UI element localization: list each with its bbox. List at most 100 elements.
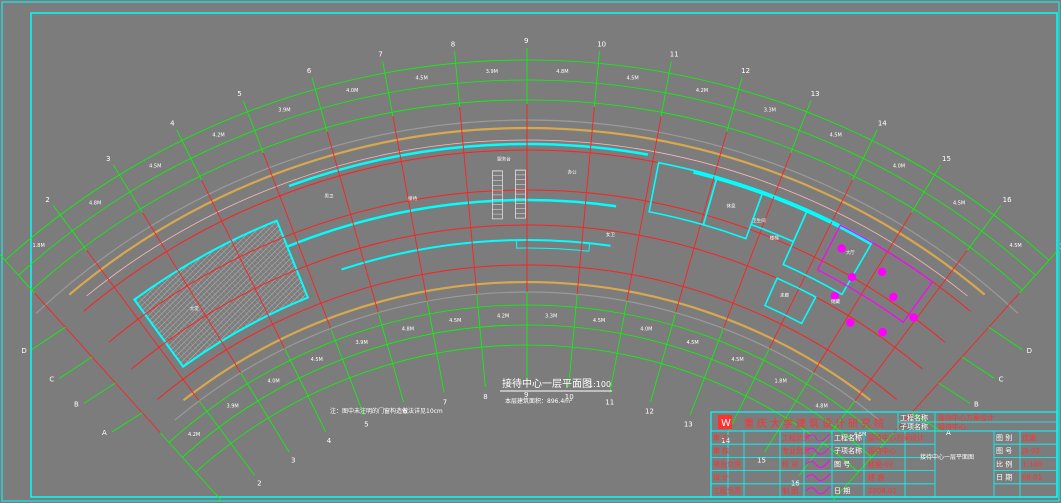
- axis-number-top: 3: [106, 155, 110, 163]
- tb-right-value: 1:100: [1022, 460, 1042, 468]
- axis-number-top: 5: [237, 90, 241, 98]
- signature-mark: [805, 460, 831, 468]
- dimension-text-bottom: 1.8M: [775, 378, 787, 384]
- dim-extension-top-14: [852, 129, 878, 181]
- dim-extension-bottom-5: [330, 328, 365, 416]
- dimension-text-top: 4.8M: [89, 201, 101, 207]
- letter-axis-leader: [938, 382, 971, 404]
- sanitary-fixture-6: [878, 327, 887, 337]
- letter-axis-leader: [988, 326, 1023, 351]
- room-label: 休息: [726, 203, 735, 210]
- axis-number-bottom: 2: [257, 480, 261, 488]
- dimension-text-top: 3.9M: [486, 69, 498, 75]
- axis-number-bottom: 15: [757, 457, 766, 465]
- plan-layer: [0, 48, 1058, 503]
- tb-label: 子项名称: [834, 446, 862, 455]
- tb-header-value: 接待中心: [938, 422, 966, 431]
- dimension-text-bottom: 4.2M: [188, 432, 200, 438]
- dim-extension-top-5: [242, 100, 264, 154]
- dim-extension-bottom-6: [377, 312, 404, 403]
- tb-label: 项目负责: [713, 459, 741, 468]
- tb-label: 校 对: [782, 459, 798, 468]
- axis-number-bottom: 5: [364, 421, 368, 429]
- dimension-text-top: 4.2M: [212, 133, 224, 139]
- tb-value: 接待中心: [868, 446, 896, 455]
- dimension-arc-bottom-1: [182, 324, 872, 458]
- dimension-text-top: 4.5M: [416, 75, 428, 81]
- axis-letter: C: [49, 375, 54, 383]
- axis-letter: A: [102, 429, 107, 437]
- axis-line-16: [854, 250, 968, 402]
- tb-label: 工程负责: [713, 486, 741, 495]
- dimension-text-top: 4.2M: [696, 88, 708, 94]
- axis-letter: A: [946, 429, 951, 437]
- axis-number-top: 10: [597, 40, 606, 48]
- tb-value: 建 施: [868, 473, 884, 482]
- signature-mark: [805, 473, 831, 482]
- room-label: 卫生间: [752, 217, 766, 224]
- dimension-text-top: 4.0M: [346, 88, 358, 94]
- axis-number-bottom: 7: [443, 398, 447, 406]
- tb-right-label: 日 期: [996, 474, 1012, 482]
- axis-number-bottom: 6: [403, 408, 408, 416]
- axis-number-bottom: 3: [291, 457, 295, 465]
- axis-line-11: [626, 116, 662, 302]
- bench: [516, 239, 591, 252]
- axis-number-bottom: 10: [565, 393, 574, 401]
- dimension-text-bottom: 4.2M: [497, 314, 509, 320]
- tb-label: 日 期: [834, 487, 850, 495]
- room-label: 办公: [568, 169, 577, 176]
- axis-line-3: [142, 212, 242, 373]
- axis-number-top: 12: [741, 67, 750, 75]
- axis-letter: C: [999, 375, 1004, 383]
- tb-header-label: 工程名称: [900, 413, 928, 422]
- dim-extension-top-7: [382, 61, 394, 117]
- room-outline-1: [702, 175, 765, 240]
- axis-line-4: [201, 179, 286, 349]
- axis-number-top: 6: [307, 67, 312, 75]
- dim-extension-top-2: [52, 205, 87, 251]
- letter-axis-leader: [111, 412, 143, 433]
- dim-extension-top-15: [911, 164, 942, 213]
- sanitary-fixture-4: [830, 291, 839, 301]
- tb-label: 设 计: [713, 473, 729, 482]
- sanitary-fixture-2: [877, 267, 887, 277]
- dimension-text-top: 4.8M: [556, 69, 568, 75]
- lobby-outline: [132, 219, 310, 369]
- dim-extension-top-13: [790, 100, 812, 154]
- axis-number-top: 16: [1003, 196, 1012, 204]
- room-label: 大厅: [846, 249, 855, 256]
- sheet-name: 接待中心一层平面图: [920, 453, 974, 461]
- dimension-text-bottom: 4.5M: [854, 432, 866, 438]
- axis-number-top: 13: [811, 90, 820, 98]
- dim-extension-top-8: [454, 51, 461, 108]
- tb-label: 专业负责: [782, 446, 810, 455]
- room-label: 走廊: [780, 292, 789, 299]
- dim-extension-top-16: [967, 205, 1002, 251]
- dimension-text-bottom: 3.3M: [545, 314, 557, 320]
- tb-right-value: JS-02: [1021, 447, 1040, 455]
- dim-extension-top-17: [1019, 251, 1058, 294]
- dimension-text-top: 4.5M: [626, 75, 638, 81]
- axis-letter: D: [1027, 347, 1032, 355]
- dimension-text-top: 4.5M: [830, 133, 842, 139]
- dim-extension-bottom-13: [689, 328, 724, 416]
- axis-line-5: [262, 152, 332, 329]
- dim-extension-bottom-8: [476, 294, 486, 387]
- axis-line-15: [812, 212, 912, 373]
- tb-label: 图 号: [834, 460, 850, 468]
- area-note: 本层建筑面积：896.4m²: [505, 397, 573, 405]
- axis-line-6: [326, 131, 379, 313]
- axis-number-bottom: 4: [327, 437, 332, 445]
- sanitary-fixture-5: [846, 318, 855, 327]
- sanitary-fixture-1: [847, 272, 857, 282]
- dim-extension-top-10: [593, 51, 600, 108]
- dim-extension-top-4: [176, 129, 202, 181]
- axis-line-12: [675, 131, 728, 313]
- corridor-wall: [286, 198, 617, 248]
- room-label: 楼梯: [770, 234, 779, 241]
- dim-extension-bottom-10: [568, 294, 578, 387]
- dimension-arc-bottom-0: [168, 304, 886, 443]
- title-block: W 重庆大学建筑设计研究院 审 定工程负责工程名称接待中心方案设计审 核专业负责…: [710, 411, 1058, 498]
